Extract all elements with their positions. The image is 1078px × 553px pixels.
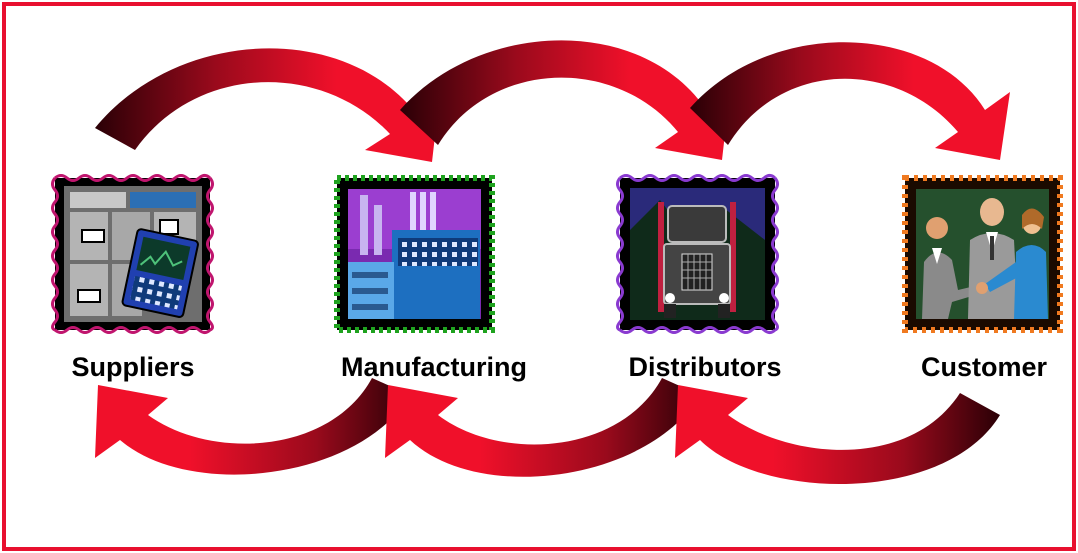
node-label-distributors: Distributors <box>628 352 782 382</box>
top-arrow-2 <box>400 40 730 160</box>
node-label-suppliers: Suppliers <box>71 352 195 382</box>
bottom-arrow-1 <box>95 378 410 475</box>
manufacturing-icon <box>334 175 495 333</box>
top-arrow-1 <box>95 48 440 162</box>
node-label-manufacturing: Manufacturing <box>341 352 527 382</box>
node-label-customer: Customer <box>920 352 1048 382</box>
suppliers-icon <box>51 174 214 334</box>
customer-icon <box>902 175 1063 333</box>
top-arrow-3 <box>690 42 1010 160</box>
bottom-arrow-2 <box>385 378 700 477</box>
distributors-icon <box>616 174 779 334</box>
bottom-arrow-3 <box>675 385 1000 485</box>
